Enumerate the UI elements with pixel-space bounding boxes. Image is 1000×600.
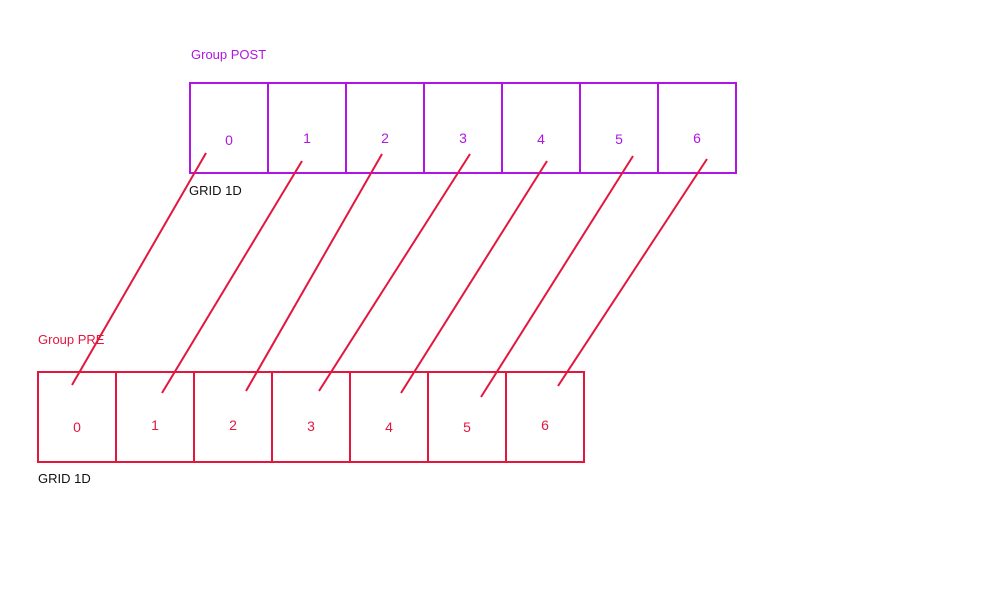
post-cell-label: 4 — [537, 131, 545, 147]
pre-cell-label: 1 — [151, 417, 159, 433]
pre-cell-label: 2 — [229, 417, 237, 433]
pre-grid: 0 1 2 3 4 5 6 — [37, 371, 585, 463]
post-cell-4[interactable]: 4 — [501, 82, 581, 174]
pre-cell-6[interactable]: 6 — [505, 371, 585, 463]
post-grid-label: GRID 1D — [189, 183, 242, 198]
connection-line-4 — [400, 160, 548, 394]
pre-cell-5[interactable]: 5 — [427, 371, 507, 463]
pre-cell-2[interactable]: 2 — [193, 371, 273, 463]
pre-cell-1[interactable]: 1 — [115, 371, 195, 463]
post-cell-label: 3 — [459, 130, 467, 146]
pre-cell-label: 6 — [541, 417, 549, 433]
post-cell-5[interactable]: 5 — [579, 82, 659, 174]
connection-line-5 — [480, 155, 634, 398]
pre-cell-label: 3 — [307, 418, 315, 434]
connection-line-0 — [71, 152, 207, 386]
pre-cell-label: 4 — [385, 419, 393, 435]
post-cell-label: 6 — [693, 130, 701, 146]
post-group-title: Group POST — [191, 47, 267, 62]
connection-line-2 — [245, 153, 383, 392]
post-cell-label: 2 — [381, 130, 389, 146]
pre-cell-label: 5 — [463, 419, 471, 435]
post-cell-label: 1 — [303, 130, 311, 146]
pre-cell-3[interactable]: 3 — [271, 371, 351, 463]
post-cell-label: 0 — [225, 132, 233, 148]
pre-group-title: Group PRE — [38, 332, 105, 347]
connection-line-6 — [557, 158, 708, 387]
pre-cell-label: 0 — [73, 419, 81, 435]
post-cell-0[interactable]: 0 — [189, 82, 269, 174]
pre-grid-label: GRID 1D — [38, 471, 91, 486]
post-cell-label: 5 — [615, 131, 623, 147]
post-cell-3[interactable]: 3 — [423, 82, 503, 174]
post-cell-1[interactable]: 1 — [267, 82, 347, 174]
pre-cell-0[interactable]: 0 — [37, 371, 117, 463]
post-cell-2[interactable]: 2 — [345, 82, 425, 174]
post-cell-6[interactable]: 6 — [657, 82, 737, 174]
connection-line-3 — [318, 153, 471, 392]
post-grid: 0 1 2 3 4 5 6 — [189, 82, 737, 174]
pre-cell-4[interactable]: 4 — [349, 371, 429, 463]
